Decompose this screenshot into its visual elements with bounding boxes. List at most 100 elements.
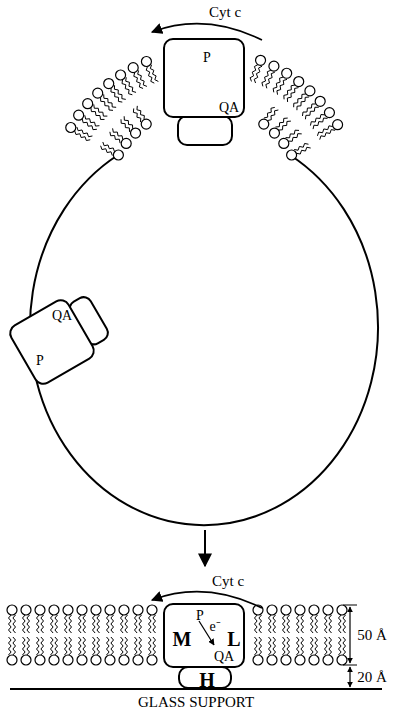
lipid-head [141,56,151,66]
lipid-tail [107,637,114,655]
cofactor-label: QA [52,309,72,323]
support-label: GLASS SUPPORT [138,695,254,710]
cofactor-label: QA [214,650,234,664]
lipid-tail [93,615,100,633]
cofactor-label: P [36,354,44,368]
lipid-head [282,68,292,78]
dimension-label: 50 Å [357,628,387,643]
dimension-tick [343,605,357,606]
lipid-head [323,655,333,665]
lipid-tail [302,104,318,119]
lipid-tail [149,615,156,633]
lipid-head [116,70,126,80]
lipid-tail [286,130,302,141]
protein-outline [4,276,116,396]
lipid-tail [146,65,158,83]
lipid-tail [79,615,86,633]
lipid-tail [101,142,115,156]
lipid-tail [121,116,133,132]
lipid-tail [121,615,128,633]
lipid-head [113,150,123,160]
lipid-head [253,655,263,665]
lipid-head [35,655,45,665]
lipid-tail [110,128,123,143]
lipid-head [63,605,73,615]
lipid-head [295,605,305,615]
lipid-head [259,119,269,129]
lipid-head [21,655,31,665]
lipid-head [295,655,305,665]
reaction-center: PMe⁻LQA [163,603,245,668]
lipid-tail [310,115,327,130]
lipid-tail [255,637,262,655]
cofactor-label: P [196,609,204,623]
lipid-tail [23,637,30,655]
protein-outline [7,297,97,387]
lipid-tail [82,115,99,129]
lipid-tail [325,615,332,633]
lipid-tail [111,85,126,102]
lipid-tail [79,637,86,655]
molecule-label: Cyt c [209,5,241,20]
lipid-tail [91,104,108,119]
lipid-head [141,119,151,129]
lipid-head [323,605,333,615]
lipid-head [131,128,141,138]
lipid-head [91,605,101,615]
lipid-tail [339,615,346,633]
lipid-head [121,138,131,148]
lipid-head [256,55,266,65]
lipid-tail [275,118,290,130]
lipid-tail [339,637,346,655]
lipid-head [315,96,325,106]
cofactor-label: P [203,51,211,65]
lipid-head [105,655,115,665]
h-subunit [178,116,232,145]
lipid-tail [264,107,278,120]
lipid-tail [250,65,262,83]
lipid-tail [273,77,287,95]
lipid-head [119,605,129,615]
lipid-tail [37,637,44,655]
subunit-label: H [199,670,215,690]
lipid-head [253,605,263,615]
lipid-head [281,655,291,665]
lipid-head [105,605,115,615]
lipid-head [83,99,93,109]
lipid-head [337,605,347,615]
lipid-tail [269,615,276,633]
subunit-label: L [227,629,240,649]
lipid-tail [325,637,332,655]
lipid-tail [311,637,318,655]
subunit-label: M [173,629,192,649]
lipid-head [281,605,291,615]
lipid-head [305,86,315,96]
cytc-arrow [152,592,262,608]
lipid-tail [65,637,72,655]
lipid-tail [297,637,304,655]
reaction-center: QA P [4,276,116,396]
lipid-tail [283,615,290,633]
lipid-head [74,110,84,120]
lipid-tail [51,615,58,633]
lipid-tail [294,143,310,154]
lipid-tail [93,637,100,655]
lipid-tail [37,615,44,633]
lipid-head [104,79,114,89]
lipid-tail [101,94,117,110]
lipid-head [119,655,129,665]
h-subunit: H [178,666,232,689]
lipid-tail [65,615,72,633]
lipid-tail [122,77,136,94]
lipid-tail [135,637,142,655]
lipid-head [269,61,279,71]
cofactor-label: QA [219,101,239,115]
lipid-tail [75,127,93,141]
lipid-tail [269,637,276,655]
dimension-tick [343,665,357,666]
lipid-head [63,655,73,665]
lipid-head [309,605,319,615]
lipid-head [267,605,277,615]
lipid-head [269,128,279,138]
lipid-head [147,605,157,615]
